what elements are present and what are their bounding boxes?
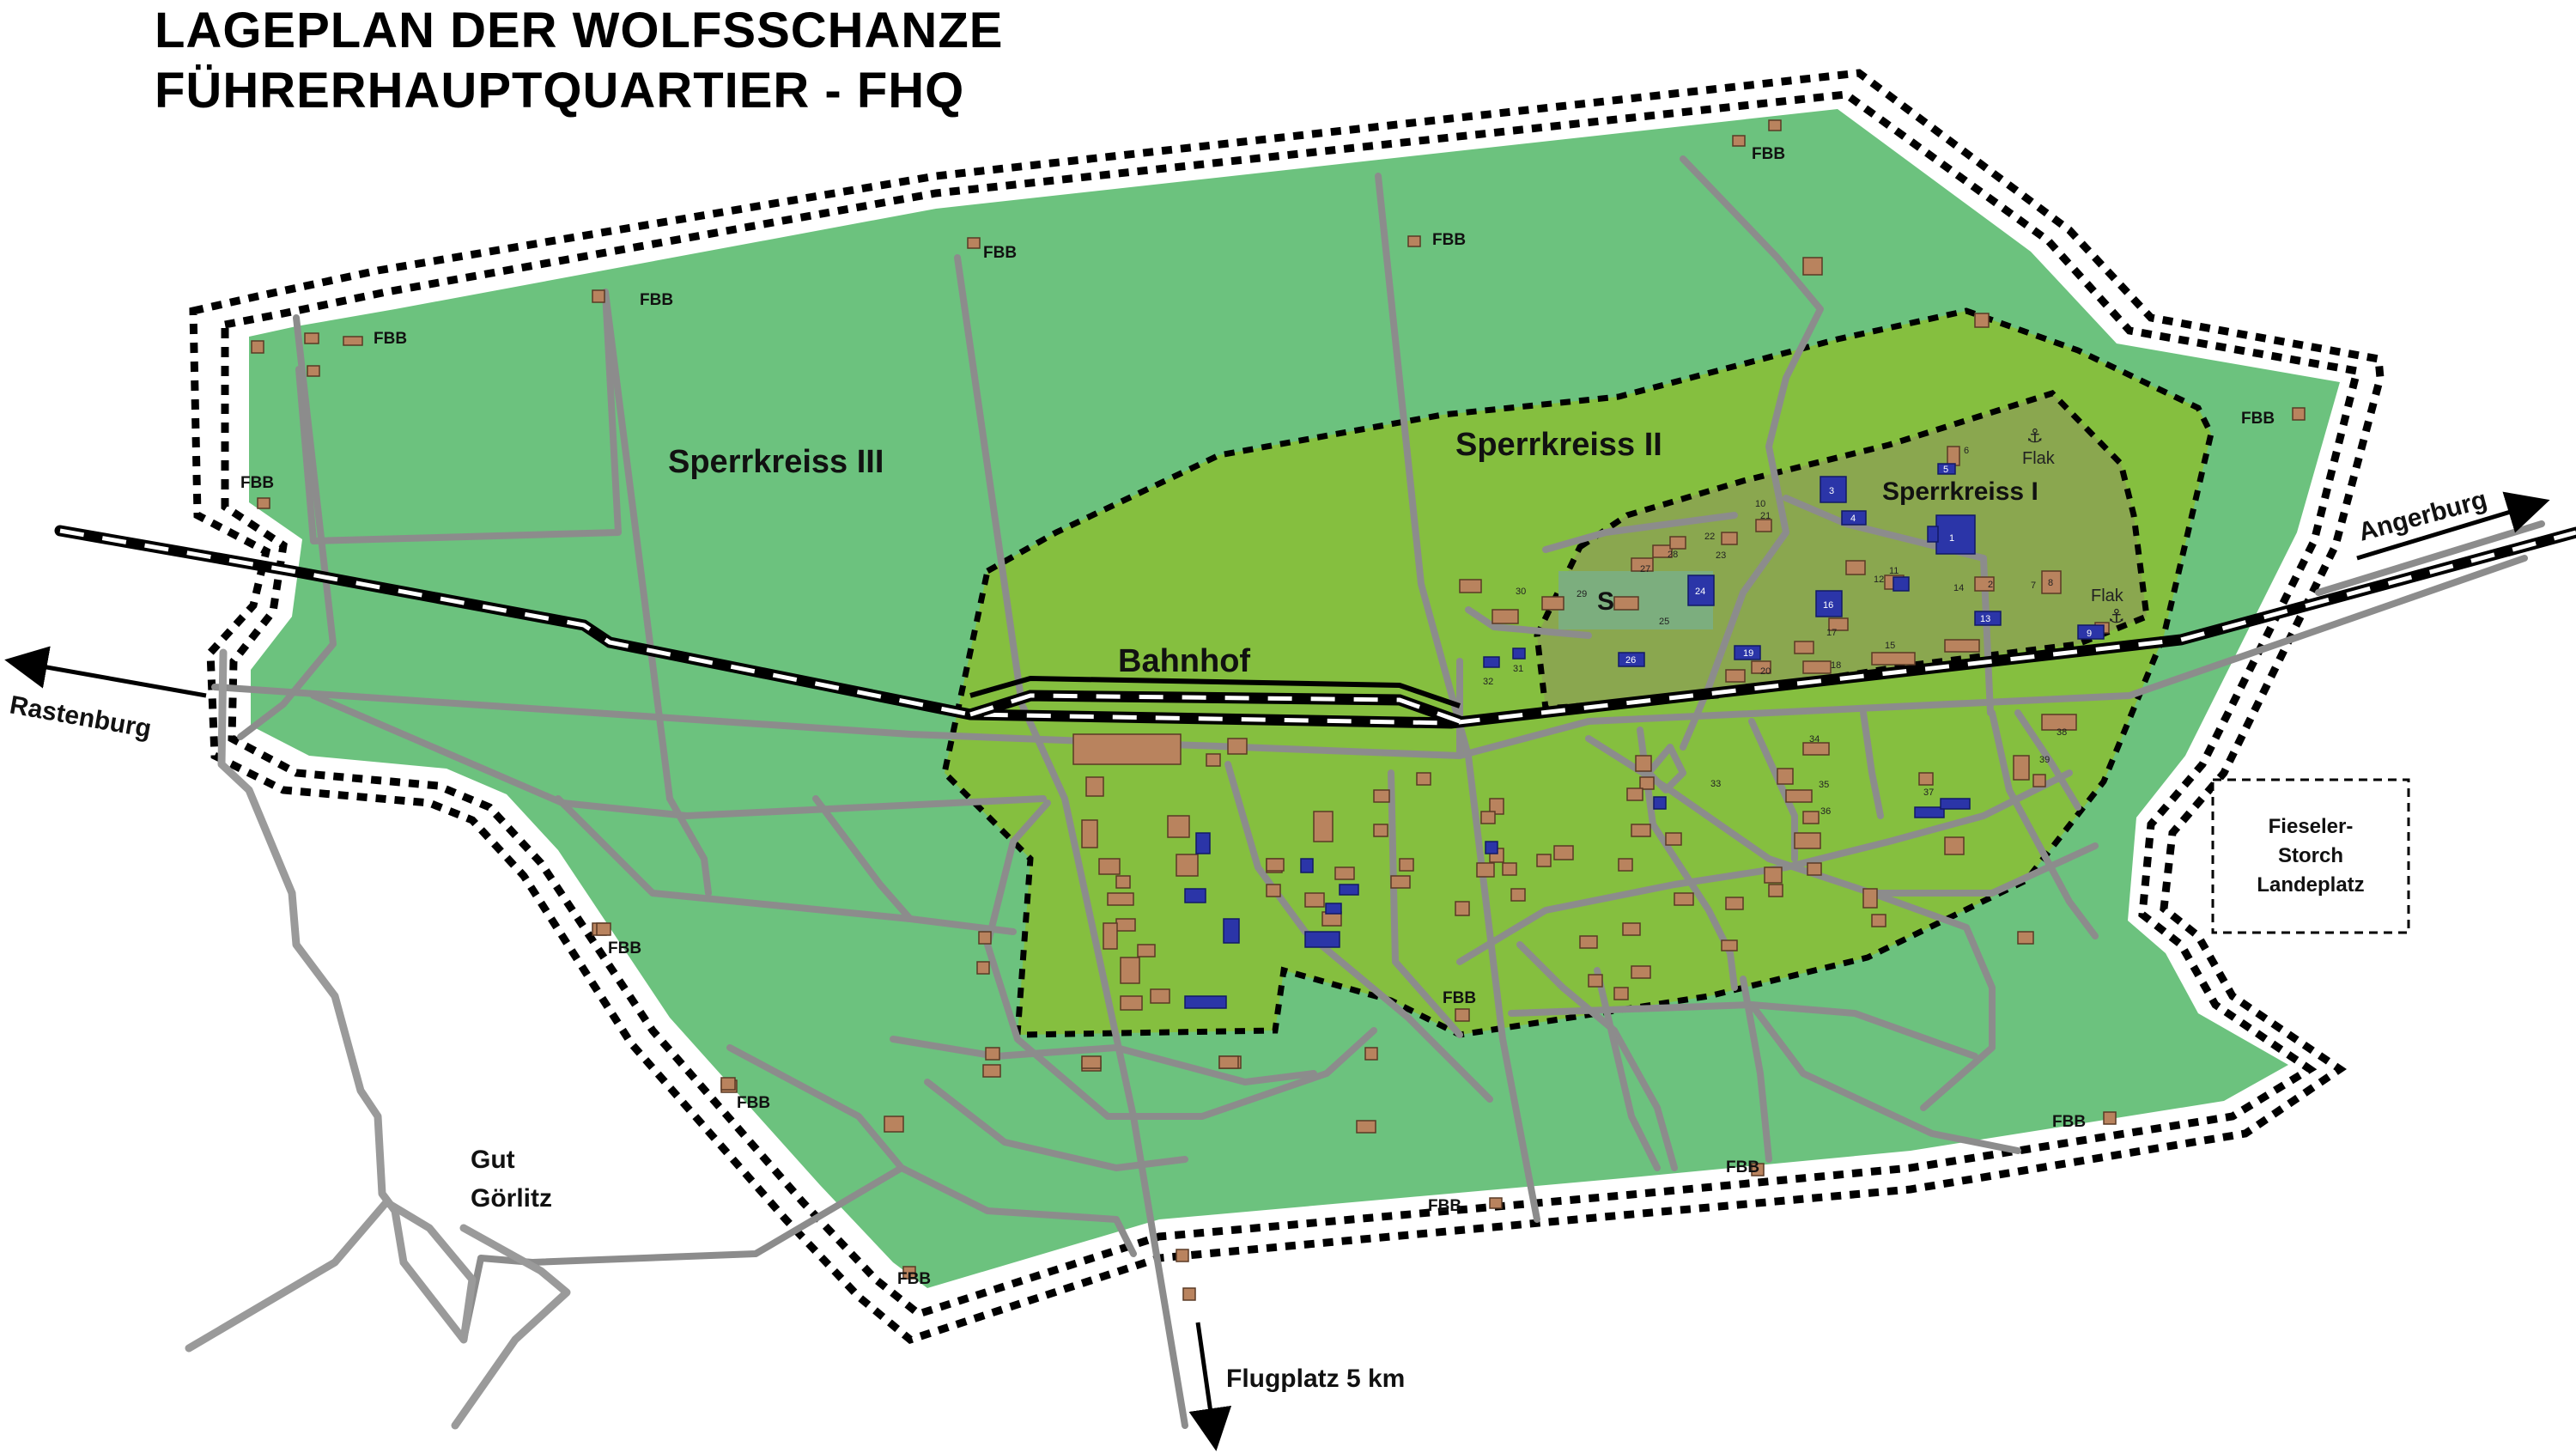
svg-text:FBB: FBB <box>640 291 673 309</box>
svg-text:FBB: FBB <box>897 1270 931 1288</box>
svg-text:17: 17 <box>1826 628 1837 638</box>
anchor-icon-east: ⚓ <box>2108 605 2125 627</box>
svg-text:27: 27 <box>1640 564 1650 575</box>
svg-text:25: 25 <box>1659 617 1669 627</box>
direction-rastenburg: Rastenburg <box>4 646 207 744</box>
svg-text:26: 26 <box>1625 655 1636 666</box>
svg-text:31: 31 <box>1513 664 1523 674</box>
svg-text:19: 19 <box>1743 648 1753 659</box>
svg-text:FBB: FBB <box>608 939 641 958</box>
svg-text:13: 13 <box>1980 614 1990 624</box>
svg-text:22: 22 <box>1704 532 1715 542</box>
svg-text:FBB: FBB <box>737 1094 770 1112</box>
svg-text:28: 28 <box>1668 550 1678 560</box>
svg-text:35: 35 <box>1819 780 1829 790</box>
svg-text:Rastenburg: Rastenburg <box>8 690 154 743</box>
svg-text:1: 1 <box>1949 533 1954 544</box>
svg-text:FBB: FBB <box>2241 410 2275 428</box>
label-sperrkreis-2: Sperrkreiss II <box>1455 427 1662 463</box>
svg-text:16: 16 <box>1823 600 1833 611</box>
svg-text:18: 18 <box>1831 660 1841 671</box>
svg-text:32: 32 <box>1483 677 1493 687</box>
svg-text:33: 33 <box>1710 779 1721 789</box>
label-bahnhof: Bahnhof <box>1118 643 1250 679</box>
buildings-blue <box>1184 463 2105 1009</box>
svg-text:15: 15 <box>1885 641 1895 651</box>
svg-text:FBB: FBB <box>1443 989 1476 1007</box>
svg-text:Landeplatz: Landeplatz <box>2257 873 2364 897</box>
svg-text:34: 34 <box>1809 734 1820 745</box>
svg-text:7: 7 <box>2031 581 2036 591</box>
map-title-line1: LAGEPLAN DER WOLFSSCHANZE <box>155 3 1004 58</box>
svg-text:30: 30 <box>1516 587 1526 597</box>
svg-text:39: 39 <box>2039 755 2050 765</box>
label-flak-east: Flak <box>2091 587 2124 605</box>
svg-text:Storch: Storch <box>2278 844 2343 867</box>
svg-text:37: 37 <box>1923 787 1934 798</box>
svg-text:FBB: FBB <box>983 244 1017 262</box>
building-numbers: 1 2 3 4 5 6 7 8 9 10 11 12 13 14 15 16 1… <box>1483 446 2092 817</box>
fieseler-storch-landeplatz: Fieseler- Storch Landeplatz <box>2211 778 2410 934</box>
svg-text:23: 23 <box>1716 550 1726 561</box>
svg-text:5: 5 <box>1943 465 1948 475</box>
svg-text:20: 20 <box>1760 666 1771 677</box>
svg-text:38: 38 <box>2057 727 2067 738</box>
outer-fence-outer <box>189 69 2385 1345</box>
svg-text:FBB: FBB <box>374 330 407 348</box>
road-network <box>185 155 2545 1430</box>
svg-text:8: 8 <box>2048 578 2053 588</box>
zone-sperrkreis-1 <box>1534 390 2150 712</box>
svg-text:FBB: FBB <box>1752 145 1785 163</box>
label-flak-north: Flak <box>2022 449 2056 468</box>
label-gut-line1: Gut <box>471 1146 515 1174</box>
svg-text:4: 4 <box>1850 514 1856 524</box>
svg-text:12: 12 <box>1874 575 1884 585</box>
svg-text:Fieseler-: Fieseler- <box>2269 815 2354 838</box>
svg-text:6: 6 <box>1964 446 1969 456</box>
station-building <box>1072 733 1182 765</box>
svg-text:29: 29 <box>1577 589 1587 599</box>
outer-fence-inner <box>221 90 2362 1319</box>
svg-text:FBB: FBB <box>2052 1113 2086 1131</box>
fbb-labels: FBB FBB FBB FBB FBB FBB FBB FBB FBB FBB … <box>240 145 2275 1288</box>
svg-text:9: 9 <box>2087 629 2092 639</box>
svg-text:Flugplatz 5 km: Flugplatz 5 km <box>1226 1365 1405 1393</box>
svg-text:2: 2 <box>1988 580 1993 590</box>
anchor-icon-north: ⚓ <box>2026 425 2044 447</box>
buildings-brown <box>251 119 2306 1301</box>
svg-text:FBB: FBB <box>1432 231 1466 249</box>
direction-flugplatz: Flugplatz 5 km <box>1188 1322 1405 1451</box>
svg-text:11: 11 <box>1889 566 1899 576</box>
label-sperrkreis-1: Sperrkreiss I <box>1882 477 2038 506</box>
svg-text:FBB: FBB <box>240 474 274 492</box>
svg-text:10: 10 <box>1755 499 1765 509</box>
svg-text:24: 24 <box>1695 587 1705 597</box>
map-title-line2: FÜHRERHAUPTQUARTIER - FHQ <box>155 63 965 119</box>
label-sperrkreis-3: Sperrkreiss III <box>668 444 884 480</box>
svg-text:FBB: FBB <box>1428 1197 1461 1215</box>
svg-text:36: 36 <box>1820 806 1831 817</box>
svg-text:FBB: FBB <box>1726 1158 1759 1176</box>
svg-text:3: 3 <box>1829 486 1834 496</box>
railway <box>54 525 2576 729</box>
svg-text:21: 21 <box>1760 511 1771 521</box>
svg-text:14: 14 <box>1953 583 1964 593</box>
label-gut-line2: Görlitz <box>471 1184 552 1213</box>
label-s-area: S <box>1597 587 1614 616</box>
